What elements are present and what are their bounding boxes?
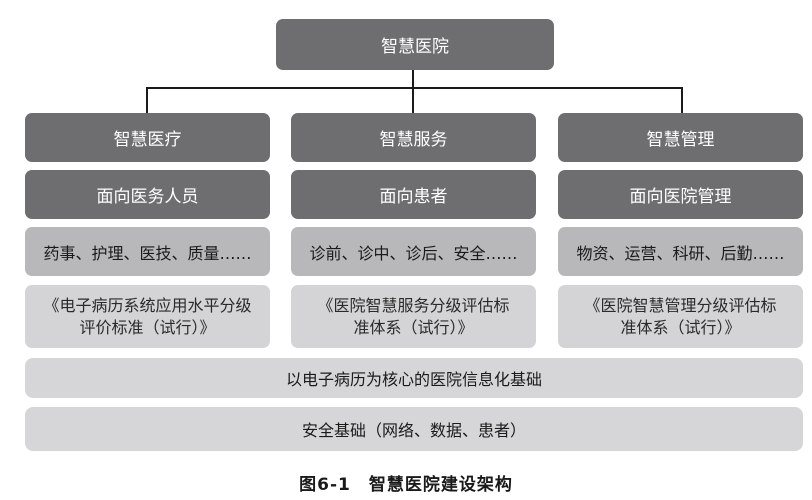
security-label: 安全基础（网络、数据、患者） [301,421,526,440]
node-audience: 面向医务人员 [96,187,199,207]
node-audience-management: 面向医院管理 [558,170,803,219]
foundation-bar: 以电子病历为核心的医院信息化基础 [25,358,803,398]
node-standard: 《医院智慧管理分级评估标准体系（试行）》 [584,295,777,337]
node-smart-service: 智慧服务 [291,113,536,162]
node-scope: 药事、护理、医技、质量…… [43,243,252,263]
figure-caption: 图6-1 智慧医院建设架构 [299,475,513,495]
node-title: 智慧医疗 [113,130,182,150]
connector-root-down [412,70,414,88]
node-scope: 物资、运营、科研、后勤…… [576,243,785,263]
node-smart-medical: 智慧医疗 [25,113,270,162]
node-audience-service: 面向患者 [291,170,536,219]
connector-left-down [146,87,148,113]
connector-right-down [681,87,683,113]
node-standard: 《电子病历系统应用水平分级评价标准（试行）》 [43,295,252,337]
node-standard-medical: 《电子病历系统应用水平分级评价标准（试行）》 [25,285,270,348]
node-scope: 诊前、诊中、诊后、安全…… [309,243,518,263]
node-smart-management: 智慧管理 [558,113,803,162]
foundation-label: 以电子病历为核心的医院信息化基础 [285,370,542,389]
node-scope-management: 物资、运营、科研、后勤…… [558,227,803,276]
node-standard-management: 《医院智慧管理分级评估标准体系（试行）》 [558,285,803,348]
node-scope-service: 诊前、诊中、诊后、安全…… [291,227,536,276]
security-bar: 安全基础（网络、数据、患者） [25,407,803,451]
root-node: 智慧医院 [276,19,554,70]
node-title: 智慧服务 [379,130,448,150]
node-standard-service: 《医院智慧服务分级评估标准体系（试行）》 [291,285,536,348]
connector-horizontal [146,87,682,89]
node-title: 智慧管理 [646,130,715,150]
node-audience: 面向医院管理 [629,187,732,207]
node-audience: 面向患者 [379,187,448,207]
node-standard: 《医院智慧服务分级评估标准体系（试行）》 [317,295,510,337]
root-label: 智慧医院 [381,37,449,57]
connector-middle-down [412,87,414,113]
node-audience-medical: 面向医务人员 [25,170,270,219]
node-scope-medical: 药事、护理、医技、质量…… [25,227,270,276]
